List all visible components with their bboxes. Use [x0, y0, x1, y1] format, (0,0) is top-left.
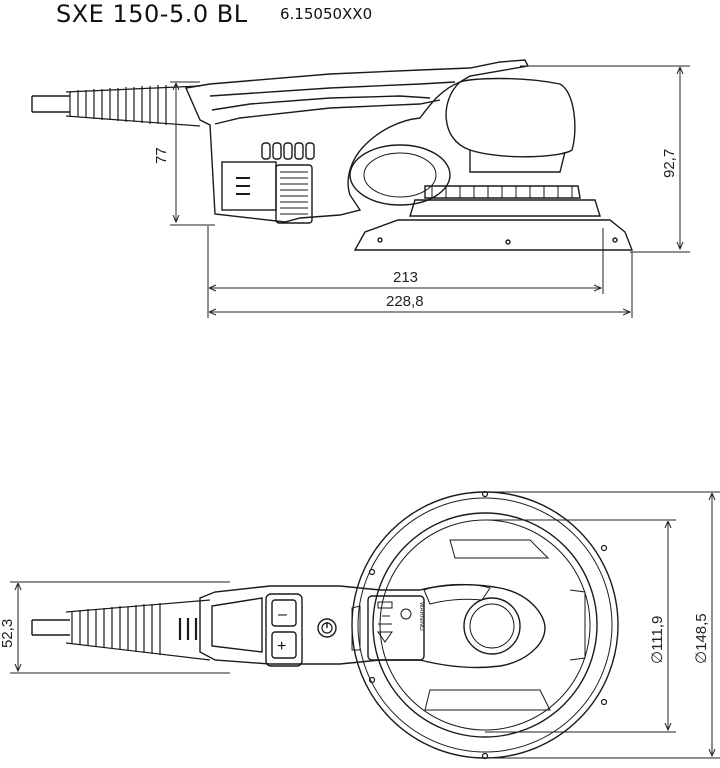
minus-label: –: [278, 606, 287, 623]
sanding-pad: [353, 219, 634, 251]
label-plate: [367, 595, 425, 661]
vent-slots: [261, 142, 315, 160]
speed-wheel: [275, 164, 313, 224]
top-vents: [178, 618, 198, 640]
dim-plate-diameter: ∅148,5: [693, 613, 710, 664]
plus-label: +: [277, 638, 286, 655]
dim-length-body: 213: [393, 269, 418, 286]
backing-plate: [351, 491, 619, 759]
spindle-cover: [463, 597, 521, 655]
cable: [31, 95, 70, 113]
plate-holes: [368, 490, 608, 760]
minus-button: [271, 599, 297, 627]
dim-handle-width: 52,3: [0, 619, 16, 648]
side-view-dimensions: [170, 65, 690, 318]
order-number: 6.15050XX0: [280, 5, 373, 23]
grip-recess: [349, 144, 451, 206]
handle-body: [184, 59, 530, 223]
top-cable: [31, 619, 70, 636]
model-title: SXE 150-5.0 BL: [56, 0, 248, 28]
dim-length-total: 228,8: [386, 293, 424, 310]
top-strain-relief: [65, 599, 211, 661]
motor-dome: [445, 77, 576, 158]
side-view: [31, 59, 634, 251]
top-view-dimensions: [10, 491, 720, 759]
dust-segment: [449, 539, 550, 559]
dim-height-handle: 77: [153, 147, 170, 164]
pad-ring: [372, 512, 598, 738]
power-button: [317, 618, 337, 638]
top-view: [31, 490, 619, 760]
button-panel: [265, 593, 303, 667]
warning-label: WARNING: [418, 602, 424, 631]
plus-button: [271, 631, 297, 659]
dim-pad-diameter: ∅111,9: [649, 616, 666, 664]
dim-height-total: 92,7: [661, 149, 678, 178]
bearing-ring: [424, 185, 581, 199]
strain-relief: [65, 85, 201, 127]
